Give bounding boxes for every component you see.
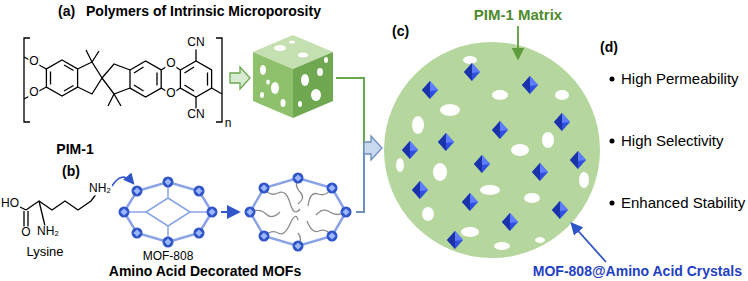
process-arrow	[221, 211, 238, 213]
atom-label: O	[20, 226, 31, 239]
atom-label: HO	[0, 197, 20, 210]
structure-name: MOF-808	[143, 250, 194, 263]
atom-label: NH₂	[88, 182, 112, 195]
lysine-structure	[18, 193, 97, 227]
panel-letter: (c)	[392, 24, 409, 39]
bullet-dot	[610, 77, 615, 206]
panel-letter: (b)	[62, 164, 80, 179]
porous-cube	[253, 35, 333, 118]
panel-heading: Amino Acid Decorated MOFs	[109, 264, 301, 279]
atom-label: O	[28, 86, 39, 99]
structure-name: PIM-1	[56, 142, 93, 157]
bullet-item: High Selectivity	[621, 133, 724, 150]
process-arrow	[364, 136, 382, 160]
mof-framework	[119, 177, 218, 248]
flow-line	[356, 148, 364, 212]
structure-name: Lysine	[26, 245, 63, 259]
leader-arrow	[572, 224, 606, 262]
atom-label: CN	[186, 108, 205, 121]
atom-label: O	[28, 55, 39, 68]
repeat-index: n	[225, 117, 232, 130]
bullet-item: Enhanced Stability	[621, 195, 745, 212]
flow-line	[336, 78, 364, 148]
atom-label: O	[165, 57, 176, 70]
pim1-structure	[24, 38, 222, 122]
bullet-item: High Permeability	[621, 71, 739, 88]
leader-arrow	[517, 26, 519, 58]
process-arrow	[112, 177, 133, 186]
callout-label: PIM-1 Matrix	[474, 7, 562, 24]
atom-label: CN	[186, 36, 205, 49]
panel-heading: Polymers of Intrinsic Microporosity	[86, 4, 321, 19]
callout-label: MOF-808@Amino Acid Crystals	[533, 264, 742, 279]
panel-letter: (a)	[58, 4, 75, 19]
mof-framework-decorated	[245, 173, 352, 252]
atom-label: O	[165, 87, 176, 100]
panel-letter: (d)	[600, 40, 618, 55]
mixed-matrix-membrane	[384, 42, 600, 258]
process-arrow	[230, 67, 250, 89]
atom-label: NH₂	[36, 225, 60, 238]
